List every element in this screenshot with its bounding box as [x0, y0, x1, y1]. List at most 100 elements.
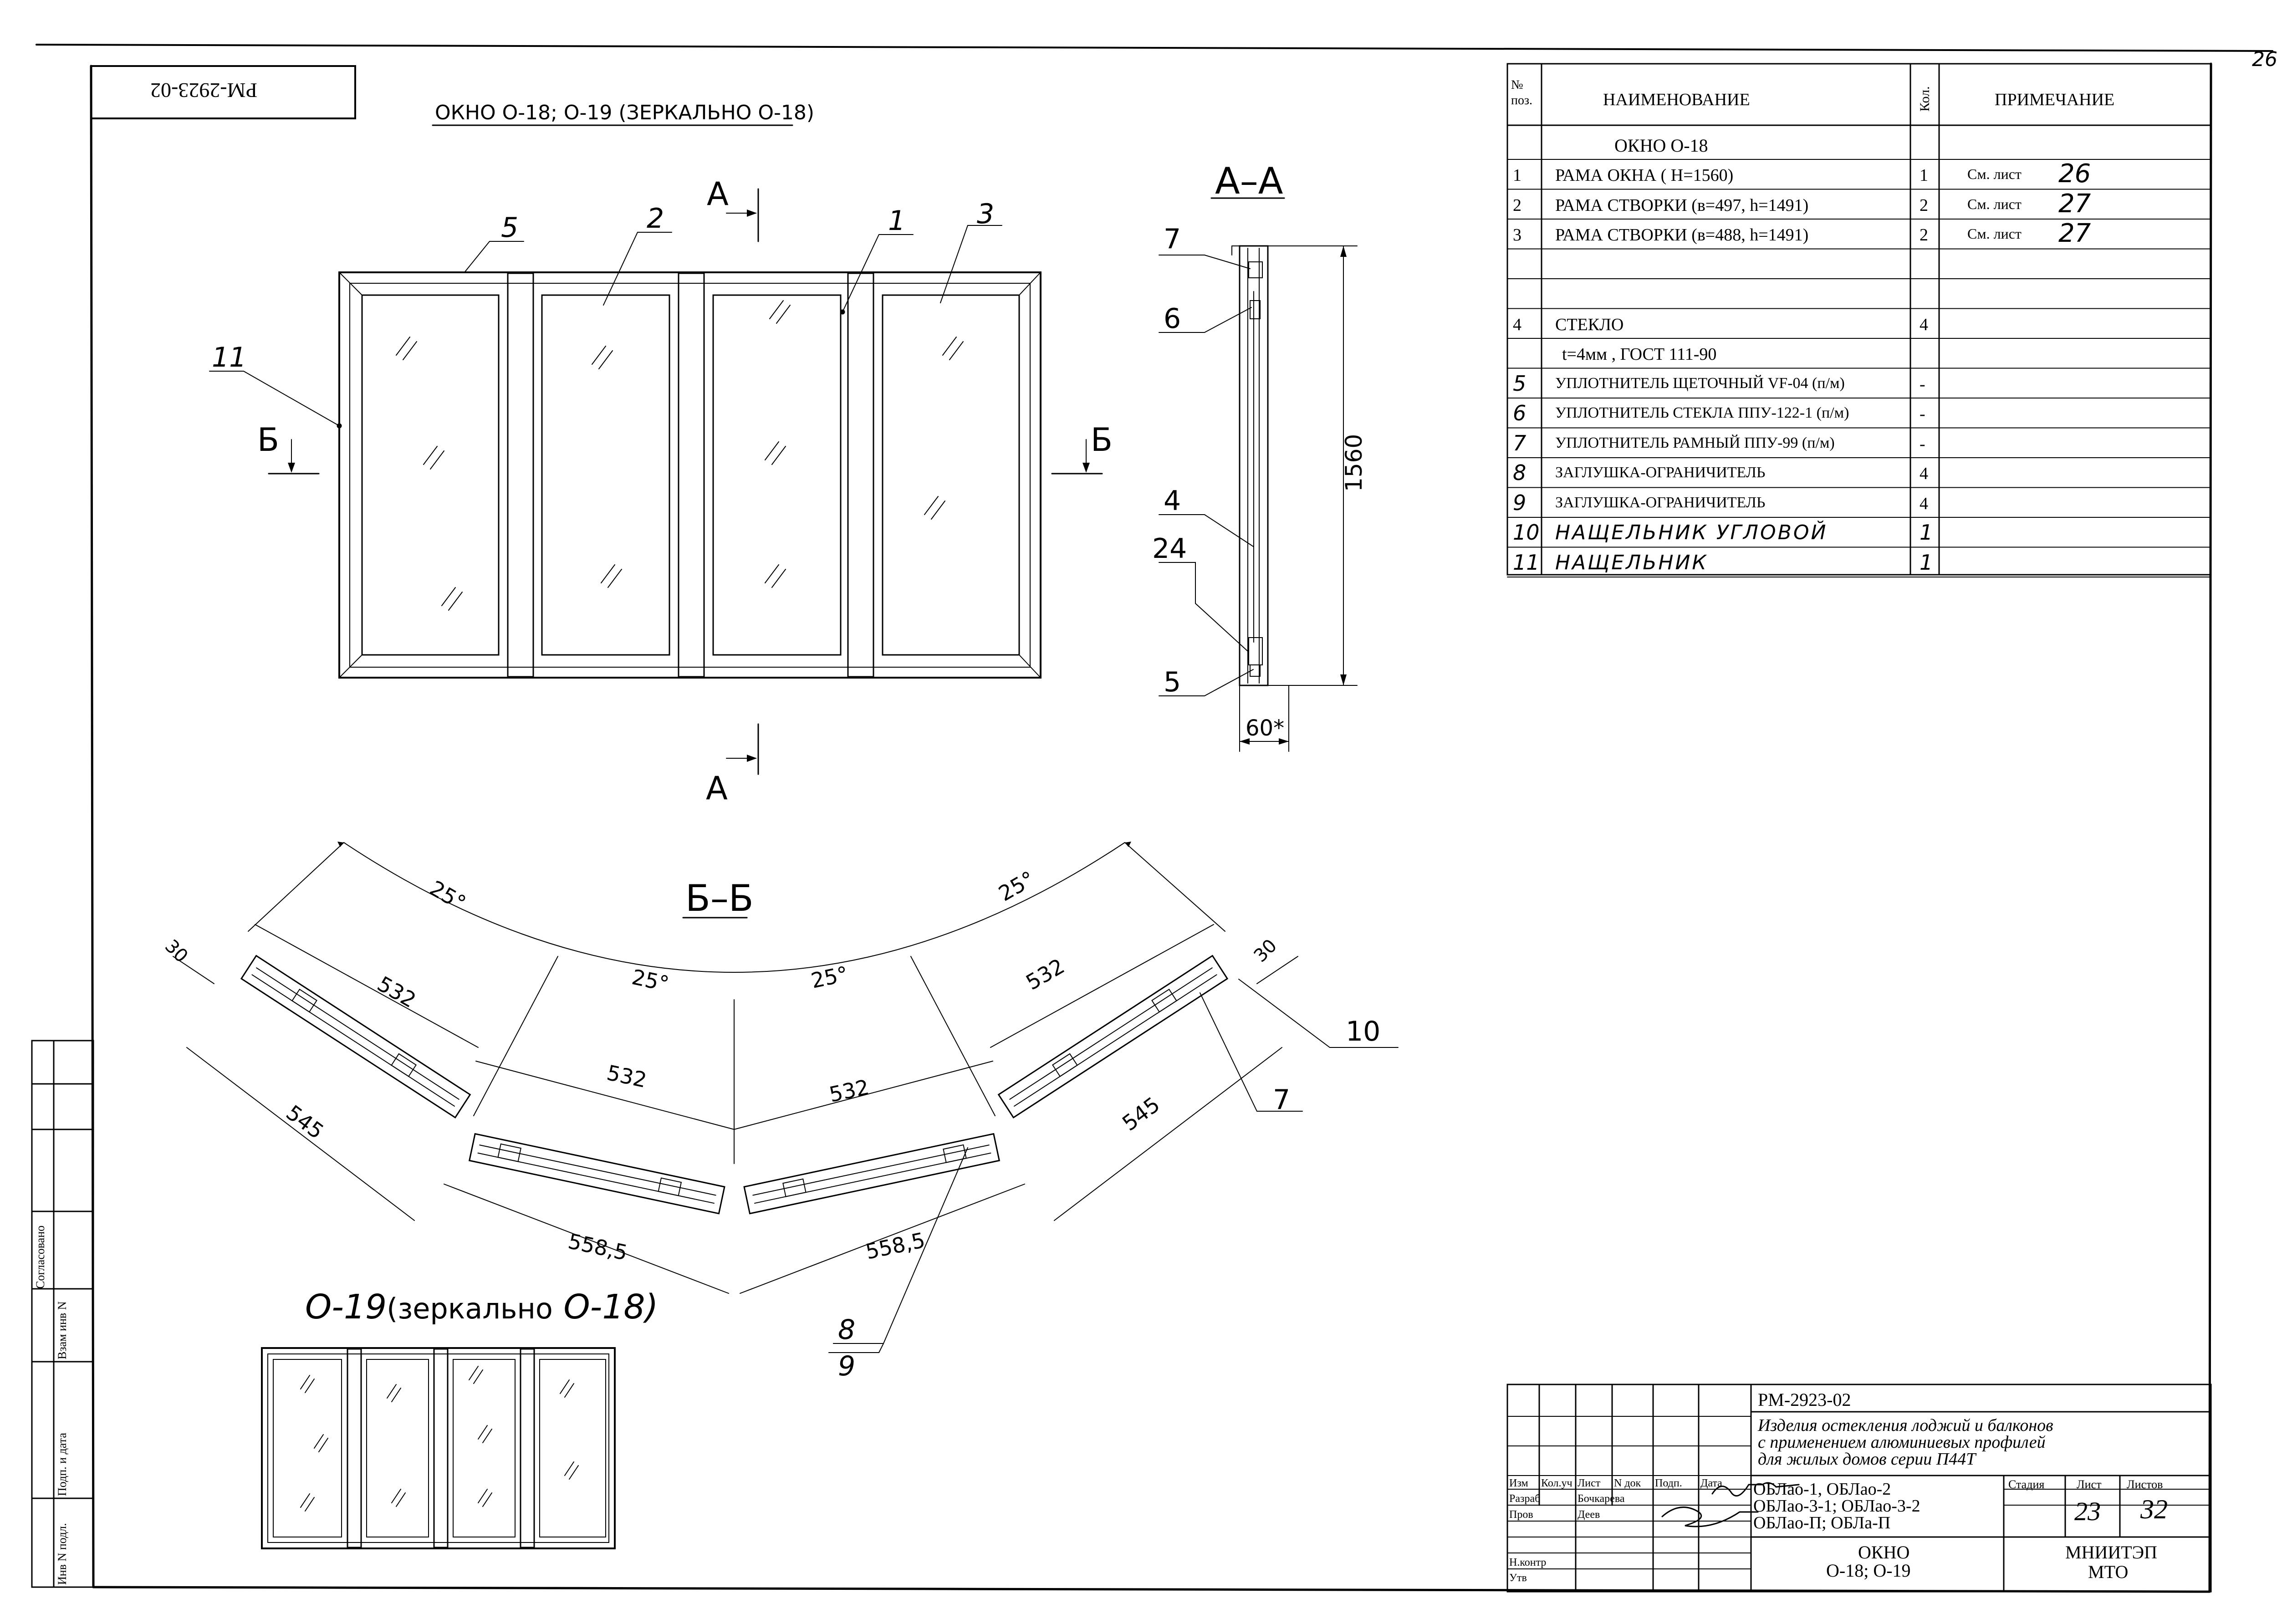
tb-desc-3: для жилых домов серии П44Т [1758, 1450, 1976, 1469]
tb-drawing-name: ОКНО [1858, 1542, 1910, 1563]
tb-sheet-number: 23 [2074, 1496, 2101, 1526]
aa-callout-4: 4 [1164, 485, 1181, 517]
section-aa [1159, 197, 1358, 752]
tb-series-3: ОБЛао-П; ОБЛа-П [1753, 1513, 1891, 1532]
spec-row-qty: 1 [1920, 550, 1933, 575]
tb-role: Н.контр [1509, 1557, 1547, 1568]
spec-row-qty: - [1920, 374, 1925, 394]
spec-row-pos: 1 [1513, 166, 1521, 185]
spec-row-qty: 1 [1920, 166, 1928, 185]
spec-row-pos: 2 [1513, 195, 1521, 215]
aa-callout-24: 24 [1152, 533, 1187, 565]
aa-callout-6: 6 [1164, 303, 1181, 335]
spec-row-pos: 4 [1513, 315, 1521, 334]
spec-row-name: ЗАГЛУШКА-ОГРАНИЧИТЕЛЬ [1555, 464, 1766, 481]
code-box [90, 65, 356, 119]
tb-series-2: ОБЛао-3-1; ОБЛао-3-2 [1753, 1496, 1920, 1516]
tb-sheet-label: Лист [2077, 1478, 2102, 1491]
aa-height-dim: 1560 [1341, 434, 1367, 492]
tb-doc-code: РМ-2923-02 [1758, 1389, 1851, 1410]
mirror-title-ref: О-18) [563, 1287, 658, 1327]
spec-row-note-sheet: 26 [2058, 159, 2091, 189]
spec-row-name: РАМА ОКНА ( Н=1560) [1555, 166, 1734, 185]
spec-row-qty: 4 [1920, 464, 1928, 483]
tb-col-header: N док [1614, 1477, 1641, 1489]
dim-30-a: 30 [161, 936, 192, 967]
spec-header-note: ПРИМЕЧАНИЕ [1995, 90, 2115, 109]
cut-a-top: А [707, 175, 729, 213]
spec-row-pos: 5 [1513, 371, 1527, 396]
spec-header-qty: Кол. [1917, 86, 1932, 112]
frame-bottom [92, 1586, 2211, 1593]
spec-row-qty: - [1920, 404, 1925, 424]
tb-col-header: Дата [1700, 1477, 1722, 1489]
spec-row-qty: - [1920, 434, 1925, 454]
mirror-title-note: (зеркально [387, 1292, 553, 1325]
spec-row-qty: 4 [1920, 315, 1928, 334]
spec-row-qty: 4 [1920, 494, 1928, 513]
tb-col-header: Кол.уч [1541, 1477, 1572, 1489]
cut-a-bottom: А [706, 770, 728, 807]
spec-row-pos: 8 [1513, 460, 1527, 485]
angle-3: 25° [809, 961, 850, 993]
dim-545-b: 545 [1118, 1092, 1164, 1136]
dim-30-b: 30 [1250, 935, 1281, 967]
main-title: ОКНО О-18; О-19 (ЗЕРКАЛЬНО О-18) [435, 101, 814, 124]
spec-group-title: ОКНО О-18 [1614, 135, 1708, 156]
bb-callout-8: 8 [838, 1314, 855, 1346]
bb-callout-9: 9 [838, 1350, 855, 1382]
tb-role: Разраб [1509, 1493, 1541, 1505]
callout-1: 1 [888, 205, 905, 237]
svg-text:О-19(зеркально О-18): О-19(зеркально О-18) [305, 1287, 658, 1327]
spec-row-name: УПЛОТНИТЕЛЬ РАМНЫЙ ППУ-99 (п/м) [1555, 434, 1835, 451]
spec-row-lines [1507, 159, 2211, 577]
tb-role: Утв [1509, 1572, 1527, 1584]
dim-532-a: 532 [373, 971, 420, 1013]
tb-col-header: Изм [1509, 1477, 1528, 1489]
spec-row-name: РАМА СТВОРКИ (в=488, h=1491) [1555, 225, 1809, 245]
spec-row-name: СТЕКЛО [1555, 315, 1624, 334]
angle-4: 25° [995, 866, 1039, 906]
plan-bb [173, 842, 1399, 1353]
tb-sheets-label: Листов [2127, 1478, 2163, 1491]
tb-role-name: Бочкарева [1578, 1493, 1625, 1505]
mirror-title-main: О-19 [305, 1287, 387, 1327]
dim-558-a: 558,5 [566, 1229, 630, 1265]
spec-row-pos: 11 [1513, 550, 1540, 575]
spec-row-note-prefix: См. лист [1967, 166, 2022, 182]
spec-row-qty: 1 [1920, 520, 1933, 545]
tb-desc-2: с применением алюминиевых профилей [1758, 1433, 2046, 1452]
tb-col-header: Подп. [1655, 1477, 1682, 1489]
spec-row-note-prefix: См. лист [1967, 195, 2022, 212]
spec-row-name: t=4мм , ГОСТ 111-90 [1562, 345, 1717, 364]
spec-row-name: УПЛОТНИТЕЛЬ ЩЕТОЧНЫЙ VF-04 (п/м) [1555, 374, 1845, 392]
left-strip [31, 1040, 94, 1588]
spec-header-pos: № поз. [1511, 78, 1533, 107]
strip-label-sign: Подп. и дата [56, 1433, 69, 1496]
sheet-corner-number: 26 [2252, 48, 2277, 71]
spec-row-pos: 6 [1513, 401, 1527, 425]
callout-5: 5 [501, 212, 518, 244]
title-block-grid [1506, 1384, 2212, 1593]
cut-b-right: Б [1091, 421, 1113, 459]
spec-row-qty: 2 [1920, 225, 1928, 245]
spec-row-note-sheet: 27 [2058, 189, 2091, 219]
aa-callout-7: 7 [1164, 223, 1181, 255]
tb-org-1: МНИИТЭП [2065, 1542, 2157, 1563]
spec-row-qty: 2 [1920, 195, 1928, 215]
spec-row-name: ЗАГЛУШКА-ОГРАНИЧИТЕЛЬ [1555, 494, 1766, 511]
cut-b-left: Б [257, 421, 279, 459]
spec-row-name: УПЛОТНИТЕЛЬ СТЕКЛА ППУ-122-1 (п/м) [1555, 404, 1849, 421]
doc-code-rotated: РМ-2923-02 [150, 79, 258, 102]
tb-drawing-sub: О-18; О-19 [1826, 1560, 1911, 1581]
aa-title: А–А [1215, 160, 1283, 202]
tb-series-1: ОБЛао-1, ОБЛао-2 [1753, 1480, 1891, 1499]
tb-role: Пров [1509, 1509, 1533, 1521]
window-elevation [209, 188, 1103, 775]
spec-table-grid [1506, 63, 2212, 576]
spec-row-pos: 9 [1513, 490, 1527, 515]
spec-header-name: НАИМЕНОВАНИЕ [1603, 90, 1750, 109]
bb-title: Б–Б [685, 877, 754, 919]
